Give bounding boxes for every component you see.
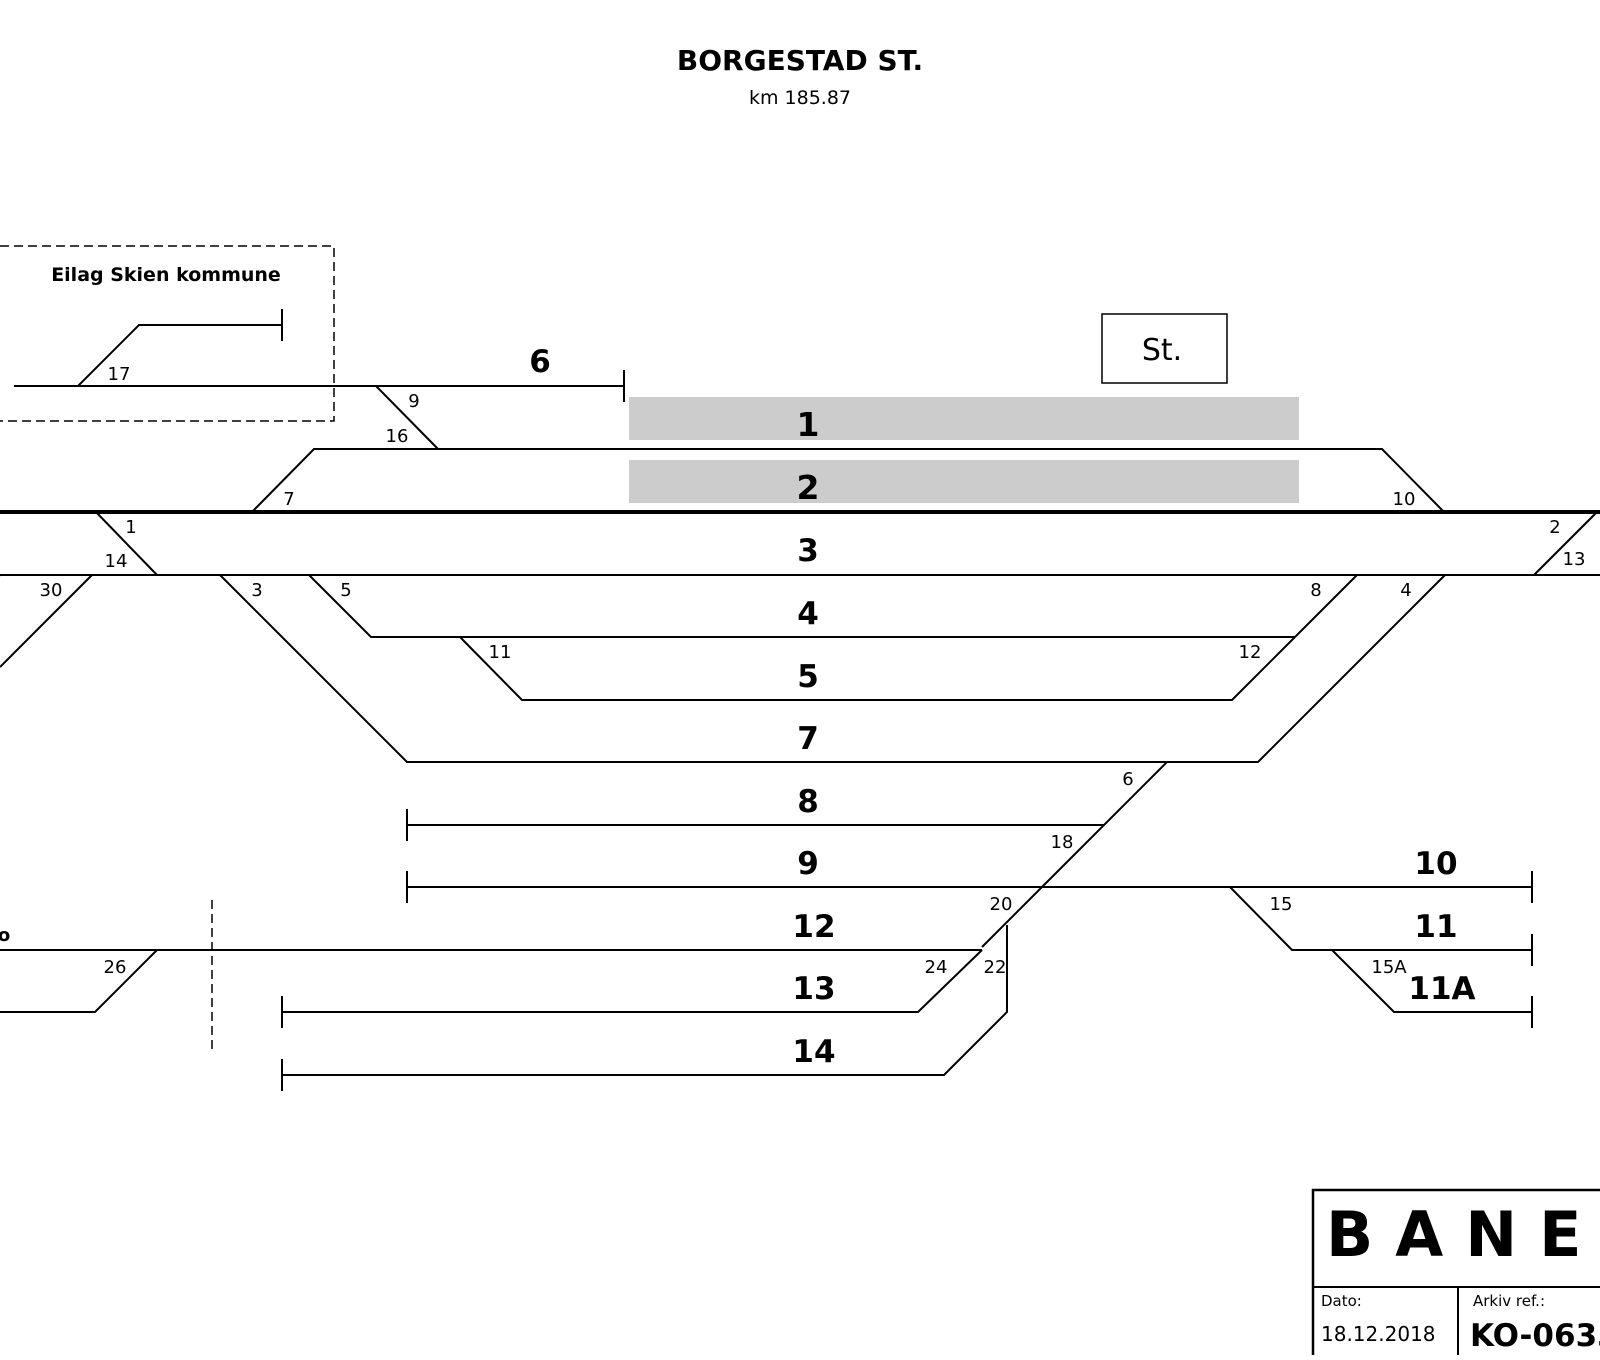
platform-2 [629, 460, 1299, 503]
archive-label: Arkiv ref.: [1473, 1292, 1545, 1310]
station-building-label: St. [1142, 333, 1182, 368]
switch-label-30: 30 [40, 580, 63, 601]
switch-label-6: 6 [1122, 769, 1133, 790]
switch-label-24: 24 [925, 957, 948, 978]
track-label-14: 14 [792, 1034, 835, 1070]
area-box [0, 245, 335, 422]
switch-label-15a: 15A [1371, 957, 1407, 978]
track-label-10: 10 [1414, 846, 1457, 882]
track-4 [308, 574, 1358, 638]
switch-label-12: 12 [1239, 642, 1262, 663]
date-label: Dato: [1321, 1292, 1362, 1310]
switch-label-18: 18 [1051, 832, 1074, 853]
platform-1 [629, 397, 1299, 440]
switch-label-11: 11 [489, 642, 512, 663]
station-km: km 185.87 [749, 87, 851, 109]
track-7 [219, 574, 1446, 763]
switch-label-4: 4 [1400, 580, 1411, 601]
area-label: Eilag Skien kommune [51, 264, 281, 286]
siding-17 [77, 324, 282, 387]
switch-label-5: 5 [340, 580, 351, 601]
track-5 [459, 636, 1296, 701]
switch-label-26: 26 [104, 957, 127, 978]
switch-label-22: 22 [984, 957, 1007, 978]
switch-label-16: 16 [386, 426, 409, 447]
platform-1-label: 1 [797, 405, 820, 444]
platform-2-label: 2 [797, 468, 820, 507]
track-14 [282, 925, 1008, 1076]
track-label-4: 4 [797, 596, 819, 632]
station-title: BORGESTAD ST. [677, 44, 923, 77]
track-labels: 6 3 4 5 7 8 9 10 12 11 13 11A 14 [529, 344, 1475, 1070]
switch-label-20: 20 [990, 894, 1013, 915]
track-label-6: 6 [529, 344, 551, 380]
switch-label-17: 17 [108, 364, 131, 385]
track-label-7: 7 [797, 721, 819, 757]
track-13 [282, 949, 983, 1013]
station-building [1101, 313, 1228, 384]
track-1 [251, 448, 1445, 513]
track-label-3: 3 [797, 533, 819, 569]
track-label-11a: 11A [1408, 971, 1475, 1007]
switch-labels: 17 9 16 7 10 1 14 2 13 30 3 5 8 4 11 12 … [40, 364, 1586, 978]
switch-2-13-link [1533, 511, 1598, 576]
switch-label-8: 8 [1310, 580, 1321, 601]
title-block: BANE N Dato: 18.12.2018 Arkiv ref.: KO-0… [1311, 1188, 1600, 1360]
switch-1-14-link [95, 511, 158, 576]
switch-label-1: 1 [125, 517, 136, 538]
company-logo: BANE N [1326, 1198, 1600, 1271]
track-label-5: 5 [797, 659, 819, 695]
switch-label-2: 2 [1549, 517, 1560, 538]
switch-label-9: 9 [408, 391, 419, 412]
title-block-frame [1311, 1188, 1600, 1360]
switch-label-10: 10 [1393, 489, 1416, 510]
track-label-8: 8 [797, 784, 819, 820]
track-label-12: 12 [792, 909, 835, 945]
track-label-11: 11 [1414, 909, 1457, 945]
switch-label-15: 15 [1270, 894, 1293, 915]
switch-label-14: 14 [105, 551, 128, 572]
siding-26 [0, 949, 158, 1013]
track-label-13: 13 [792, 971, 835, 1007]
date-value: 18.12.2018 [1321, 1322, 1436, 1346]
left-partial-label: o [0, 925, 10, 946]
tracks [0, 309, 1600, 1091]
switch-label-13: 13 [1563, 549, 1586, 570]
switch-label-7: 7 [283, 489, 294, 510]
switch-label-3: 3 [251, 580, 262, 601]
switch-30-link [0, 574, 93, 668]
archive-value: KO-06331 [1470, 1318, 1600, 1354]
crossover-6-18-20-22 [981, 761, 1168, 948]
track-11 [1229, 886, 1532, 951]
track-11a [1331, 949, 1532, 1013]
track-label-9: 9 [797, 846, 819, 882]
switch-9-16-link [375, 385, 439, 450]
